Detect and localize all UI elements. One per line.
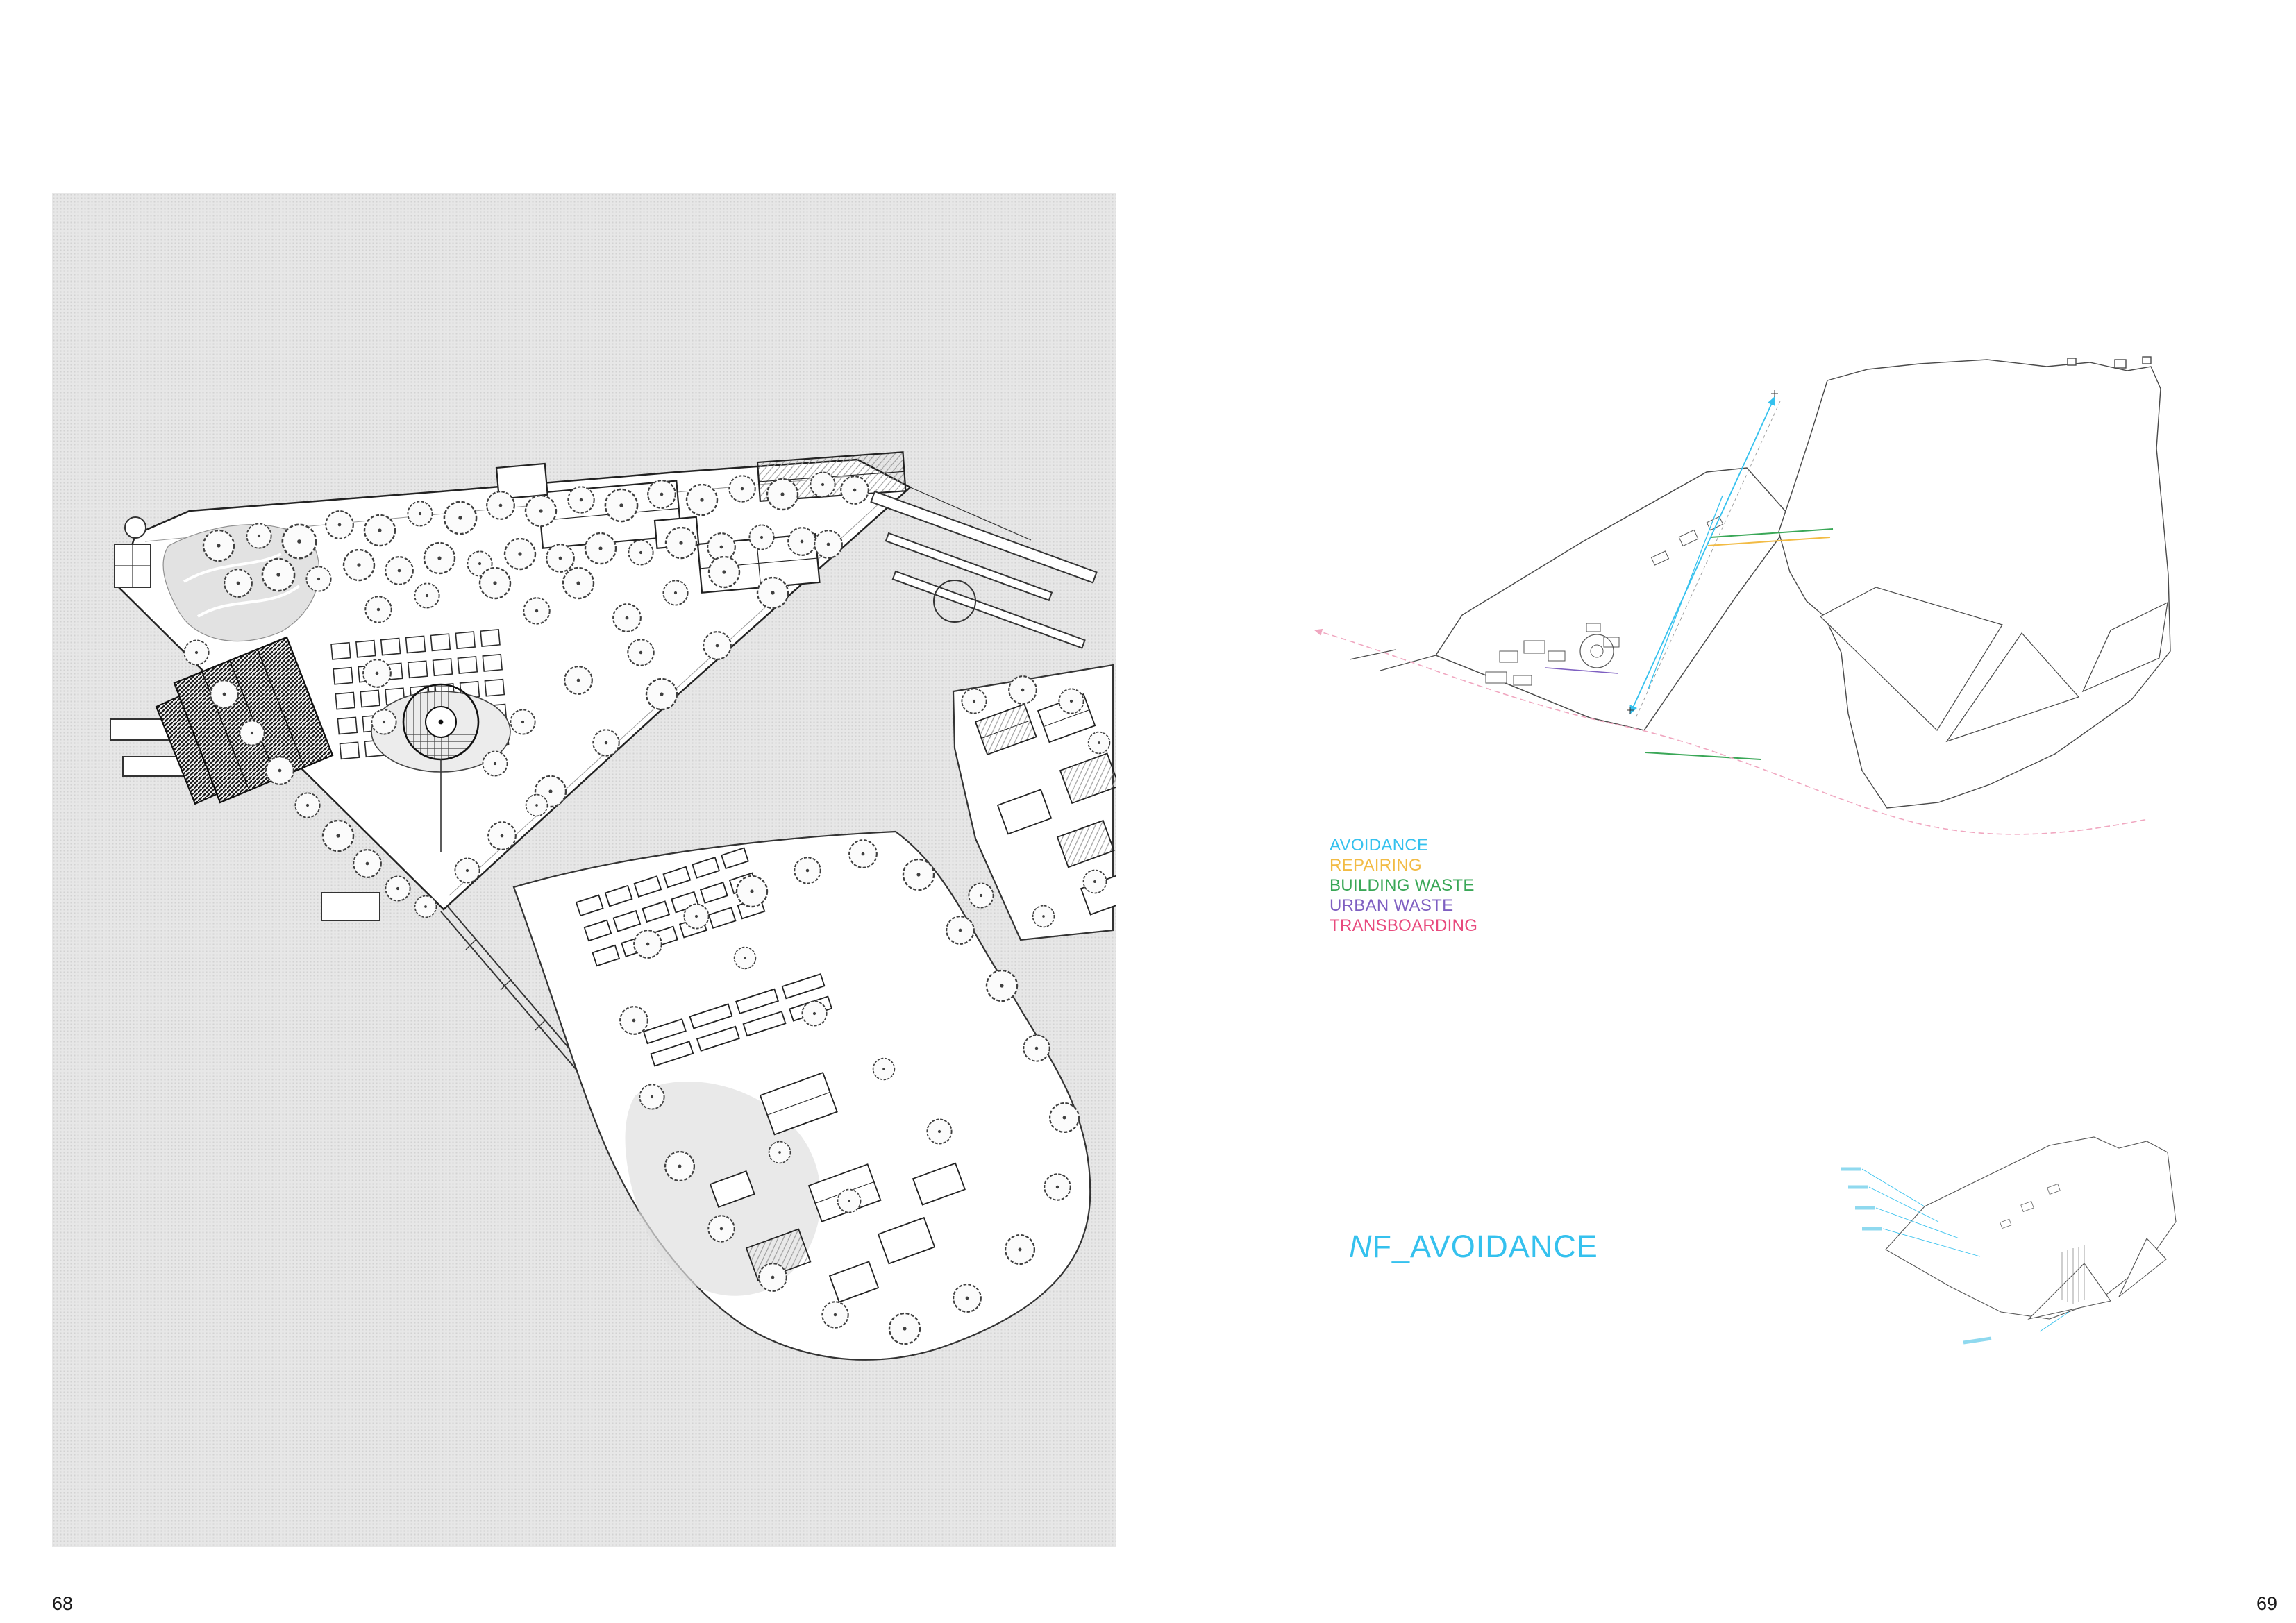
flow-legend: AVOIDANCE REPAIRING BUILDING WASTE URBAN… — [1330, 835, 1477, 936]
plan-buildings — [1485, 516, 1724, 686]
waste-flow-diagram — [1314, 356, 2171, 835]
mini-annotations — [1841, 1167, 2070, 1345]
diagram-caption: NF_AVOIDANCE — [1349, 1229, 1598, 1265]
legend-item-building-waste: BUILDING WASTE — [1330, 876, 1475, 895]
site-piers — [1349, 649, 1436, 671]
left-page: 68 — [52, 193, 1116, 1614]
legend-item-avoidance: AVOIDANCE — [1330, 836, 1429, 855]
page-number-right: 69 — [2256, 1593, 2277, 1614]
east-piers — [870, 487, 1098, 649]
page-number-left: 68 — [52, 1593, 74, 1614]
coast-outline — [1778, 356, 2171, 809]
entry-pavilion — [114, 516, 151, 588]
dark-warehouse — [155, 636, 334, 805]
legend-item-repairing: REPAIRING — [1330, 856, 1422, 875]
mini-hatch — [2061, 1245, 2085, 1304]
right-page: AVOIDANCE REPAIRING BUILDING WASTE URBAN… — [1148, 0, 2296, 1623]
axonometric-site-panel — [52, 193, 1116, 1547]
bridge — [440, 906, 610, 1100]
canal-parcels — [1819, 587, 2168, 743]
flow-lines — [1314, 390, 2149, 835]
site-outline — [1434, 467, 1793, 731]
caption-prefix: N — [1349, 1229, 1373, 1264]
mini-buildings — [2000, 1184, 2061, 1229]
mini-site-outline — [1885, 1136, 2177, 1320]
urban-island — [952, 664, 1116, 941]
caption-text: F_AVOIDANCE — [1372, 1229, 1598, 1264]
round-tower — [371, 683, 511, 852]
legend-item-transboarding: TRANSBOARDING — [1330, 916, 1478, 935]
village-buildings — [709, 1072, 966, 1303]
legend-item-urban-waste: URBAN WASTE — [1330, 896, 1454, 915]
axonometric-site-drawing — [110, 451, 1116, 1361]
avoidance-mini-diagram — [1841, 1136, 2177, 1345]
